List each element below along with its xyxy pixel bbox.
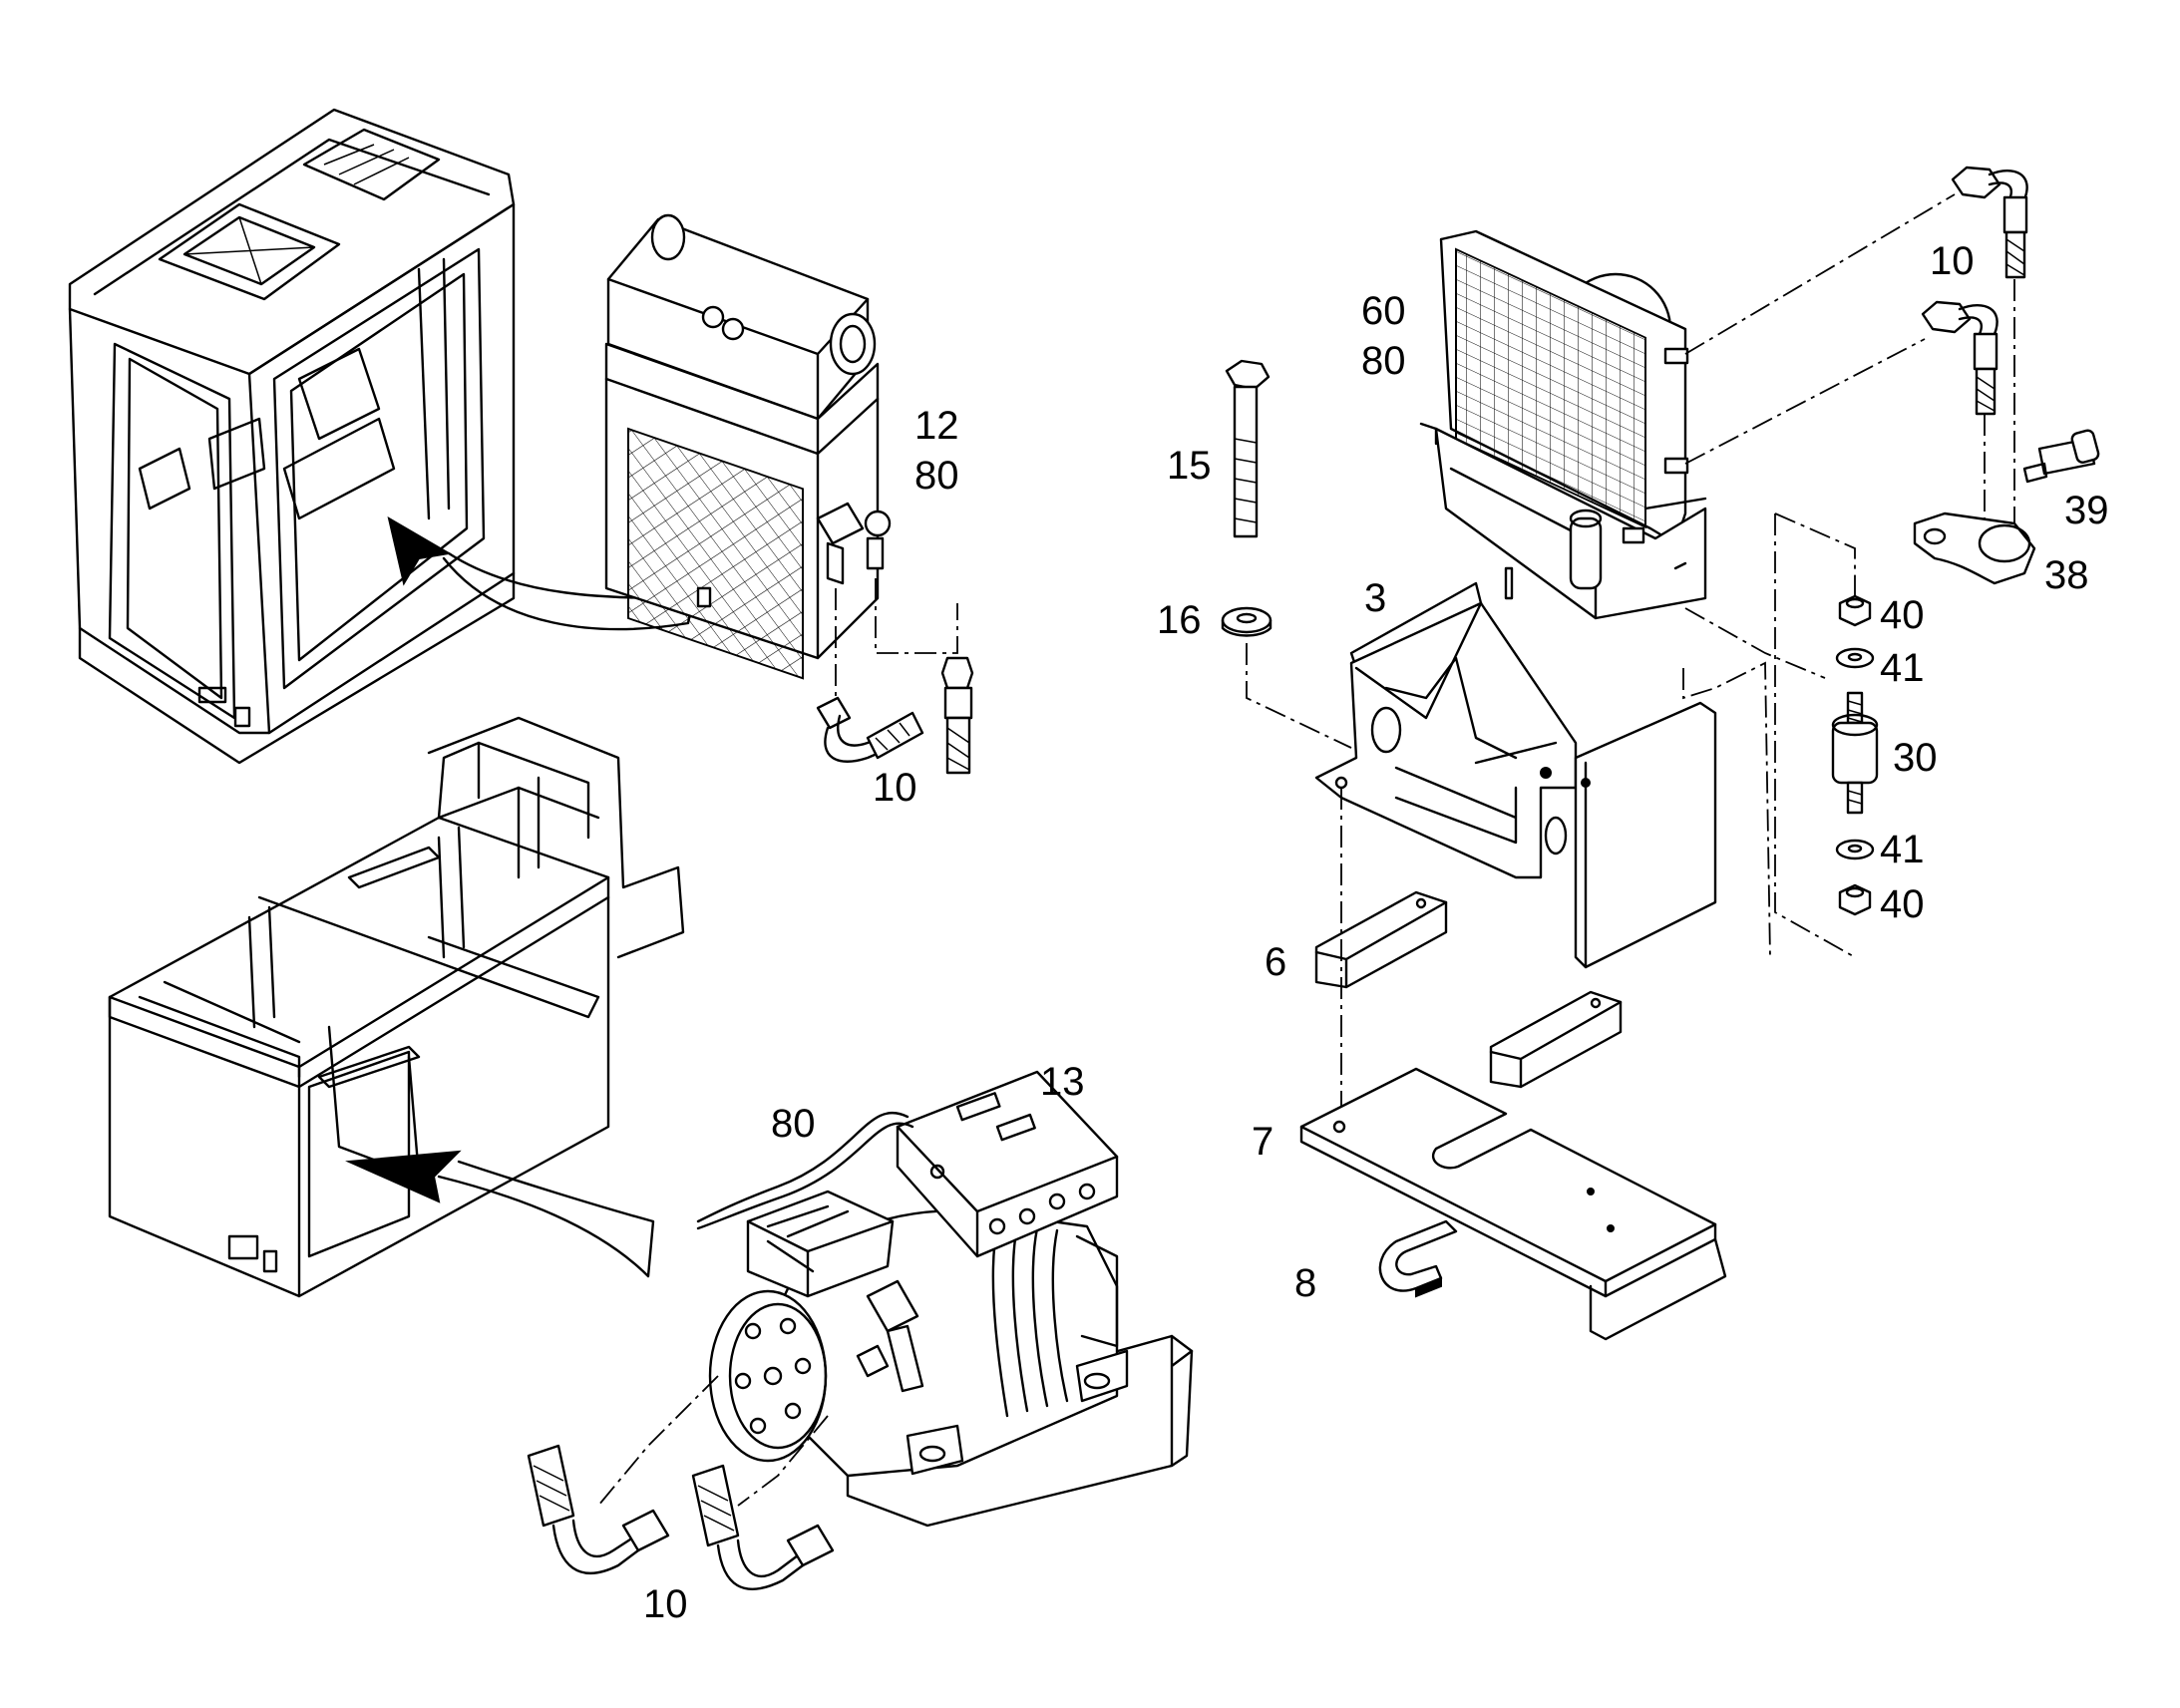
label-7: 7 (1252, 1120, 1273, 1164)
label-3: 3 (1364, 576, 1386, 620)
compressor-hoses (527, 1444, 835, 1590)
label-12: 12 (914, 404, 959, 448)
nut-40-upper (1838, 594, 1872, 627)
label-16: 16 (1157, 598, 1202, 642)
label-80-condenser: 80 (1361, 339, 1406, 383)
bolt-15 (1225, 359, 1271, 538)
label-80-heater: 80 (914, 454, 959, 498)
screw-39 (2022, 429, 2100, 484)
heater-hoses (816, 578, 974, 775)
label-8: 8 (1294, 1261, 1316, 1305)
label-6: 6 (1265, 940, 1286, 984)
label-15: 15 (1167, 444, 1212, 488)
mount-leader-upper (1774, 512, 1856, 598)
label-40-lower: 40 (1880, 882, 1925, 926)
washer-41-upper (1835, 647, 1875, 669)
label-80-compressor: 80 (771, 1102, 816, 1146)
label-13: 13 (1040, 1060, 1085, 1104)
spacer-6-left (1314, 890, 1448, 989)
u-shim-8 (1378, 1219, 1458, 1298)
label-41-upper: 41 (1880, 646, 1925, 690)
mount-leader-side (1774, 513, 1856, 958)
label-40-upper: 40 (1880, 593, 1925, 637)
compressor (597, 1070, 1194, 1528)
washer-41-lower (1835, 839, 1875, 860)
label-38: 38 (2044, 553, 2089, 597)
label-10-bottom: 10 (643, 1582, 688, 1626)
base-plate-7 (1299, 1067, 1727, 1341)
label-41-lower: 41 (1880, 828, 1925, 871)
mount-30 (1831, 691, 1879, 815)
label-30: 30 (1893, 736, 1938, 780)
label-10-top-right: 10 (1930, 239, 1975, 283)
washer-16 (1221, 606, 1272, 637)
operator-cab (68, 108, 695, 765)
heater-unit (604, 213, 892, 680)
condenser-hoses (1684, 166, 2028, 538)
part-labels: 10 60 80 12 80 15 39 38 16 3 40 41 30 10… (643, 239, 2109, 1626)
bolt-leader-line (1246, 643, 1352, 749)
label-60: 60 (1361, 289, 1406, 333)
spacer-6-right (1489, 990, 1623, 1089)
nut-40-lower (1838, 883, 1872, 916)
clamp-38 (1913, 512, 2036, 585)
cab-base-frame (108, 716, 685, 1298)
bracket-3 (1314, 581, 1826, 969)
condenser-unit (1419, 229, 1707, 620)
label-39: 39 (2064, 489, 2109, 532)
label-10-heater-hoses: 10 (873, 766, 917, 810)
